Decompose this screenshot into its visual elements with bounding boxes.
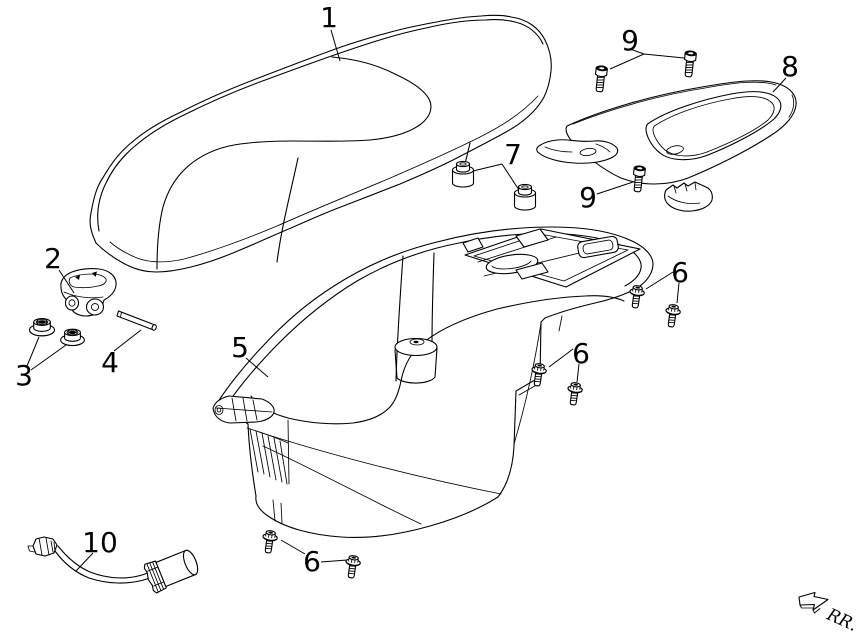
carrier-cutout-outer [645,91,782,161]
seat-hem-line [109,95,539,263]
box-lock-keyhole [413,340,419,344]
seat-seam-curve [156,56,432,270]
callout-5: 5 [231,331,249,364]
cable-connector [32,536,58,557]
box-deck-pad-inner [582,239,614,255]
callout-2: 2 [44,242,62,275]
flange-bolt-bottom-2 [343,554,362,580]
callout-10: 10 [82,526,118,559]
flange-bolt-bottom-1 [260,529,279,555]
callout-labels: 1 2 3 4 5 6 6 6 7 8 9 9 10 [15,1,799,578]
socket-screw-left [593,64,609,93]
rear-arrow-icon [798,591,829,611]
box-hinge [212,395,275,424]
seat [89,14,552,273]
box-inner-rim [223,232,642,410]
box-louver-vents [246,419,290,485]
box-lock-pedestal-sides [394,347,438,384]
seat-hinge-bracket [60,268,117,317]
flange-bolt-side-2 [565,381,584,407]
rear-marker-text: RR. [823,605,857,636]
box-deck-tab [462,237,484,253]
carrier-cutout-inner [652,96,775,157]
cable-wire [54,545,154,584]
callout-6-rear: 6 [671,256,689,289]
box-bowl-edge [250,295,625,425]
box-deck-block-b [515,262,549,280]
rear-carrier [536,80,797,212]
box-deck-pad [577,235,619,259]
box-lock-keyhole-ring [409,338,425,346]
rear-direction-marker: RR. [798,591,857,636]
flange-bolt-rear-2 [663,303,682,329]
box-front-creases [258,431,502,525]
carrier-mount-plate [536,139,619,164]
storage-box [212,226,654,538]
seat-outline [89,14,552,273]
seat-side-seam-left [276,157,299,263]
box-lock-pedestal-top [394,337,438,357]
callout-6-side: 6 [572,337,590,370]
box-deck-block-a [515,228,549,248]
seat-lock-cable [27,536,199,594]
leader-lines [26,29,787,572]
carrier-mount-foot [664,181,713,212]
hinge-pin [116,310,157,331]
carrier-arm-hole [666,145,684,155]
box-deck-dish-inner [491,260,532,270]
callout-7: 7 [504,138,522,171]
callout-3: 3 [15,359,33,392]
callout-8: 8 [781,50,799,83]
flange-nut-right [60,328,85,347]
callout-9-mid: 9 [579,181,597,214]
socket-screw-right [682,49,698,78]
callout-9-top: 9 [621,24,639,57]
seat-piping-line [97,19,544,232]
flange-nut-left [28,318,56,337]
callout-6-bottom: 6 [303,545,321,578]
rubber-damper-front [451,160,475,188]
cable-actuator [143,549,199,594]
callout-4: 4 [101,346,119,379]
carrier-top-edge-line [572,81,795,125]
callout-1: 1 [320,1,338,34]
storage-box-outline [213,226,654,538]
